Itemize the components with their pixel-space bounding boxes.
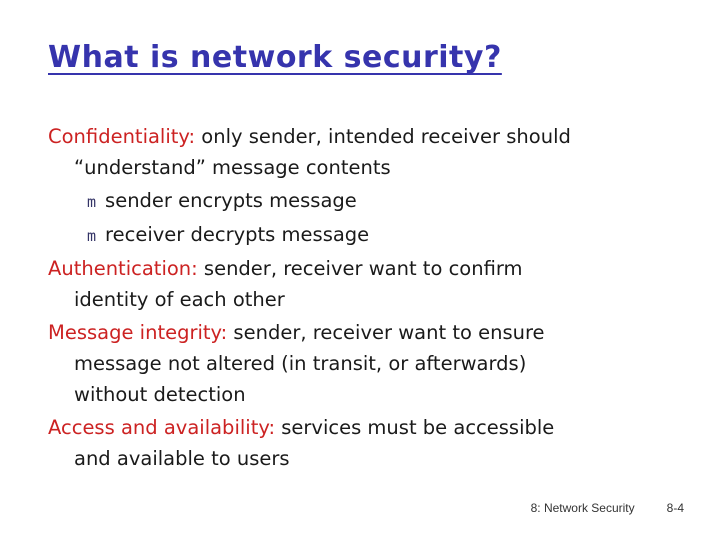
- bullet-text: only sender, intended receiver should “u…: [74, 125, 571, 179]
- bullet-term: Access and availability:: [48, 416, 276, 439]
- bullet-text: sender, receiver want to confirm identit…: [74, 257, 523, 311]
- bullet-text: services must be accessible and availabl…: [74, 416, 555, 470]
- bullet-item-confidentiality: Confidentiality: only sender, intended r…: [48, 121, 670, 183]
- footer: 8: Network Security 8-4: [531, 501, 684, 515]
- sub-bullet-marker-icon: m: [87, 193, 97, 211]
- sub-bullet-item-decrypt: m receiver decrypts message: [87, 219, 670, 252]
- footer-page-number: 8-4: [666, 501, 684, 515]
- sub-bullet-marker-icon: m: [87, 227, 97, 245]
- bullet-term: Confidentiality:: [48, 125, 196, 148]
- footer-section-label: 8: Network Security: [530, 501, 635, 515]
- bullet-item-message-integrity: Message integrity: sender, receiver want…: [48, 317, 670, 410]
- bullet-term: Authentication:: [48, 257, 198, 280]
- slide-title: What is network security?: [48, 40, 502, 75]
- bullet-list: Confidentiality: only sender, intended r…: [48, 121, 670, 476]
- bullet-text: sender, receiver want to ensure message …: [74, 321, 545, 406]
- sub-bullet-text: receiver decrypts message: [105, 223, 370, 246]
- sub-bullet-text: sender encrypts message: [105, 189, 357, 212]
- bullet-item-access-availability: Access and availability: services must b…: [48, 412, 670, 474]
- sub-bullet-item-encrypt: m sender encrypts message: [87, 185, 670, 218]
- bullet-term: Message integrity:: [48, 321, 228, 344]
- bullet-item-authentication: Authentication: sender, receiver want to…: [48, 253, 670, 315]
